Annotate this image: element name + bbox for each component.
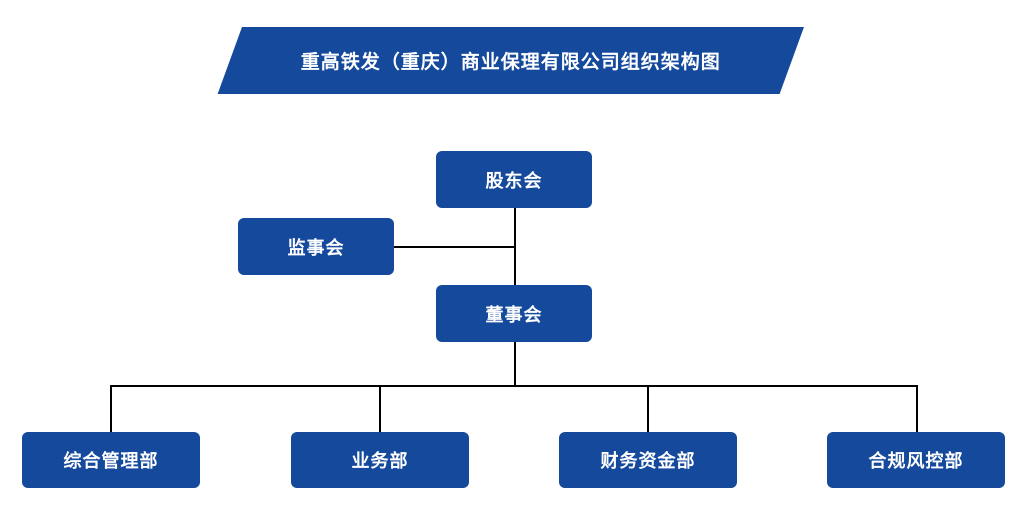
connector-departments-horizontal [110,385,918,387]
connector-board-down [514,342,516,386]
node-label: 综合管理部 [63,451,159,471]
connector-drop-general-admin [110,385,112,432]
node-dept-finance-treasury: 财务资金部 [559,432,737,488]
connector-shareholders-board [514,208,516,286]
node-label: 合规风控部 [868,451,964,471]
connector-drop-compliance [916,385,918,432]
node-label: 业务部 [351,451,409,471]
connector-drop-business [379,385,381,432]
node-shareholders-meeting: 股东会 [436,151,592,208]
node-dept-business: 业务部 [291,432,469,488]
node-label: 董事会 [485,304,543,325]
node-dept-compliance-risk: 合规风控部 [827,432,1005,488]
node-supervisory-board: 监事会 [238,218,394,275]
connector-supervisory-branch [394,246,515,248]
node-label: 财务资金部 [600,451,696,471]
node-label: 股东会 [485,170,543,191]
connector-drop-finance [647,385,649,432]
node-label: 监事会 [287,237,345,258]
node-dept-general-admin: 综合管理部 [22,432,200,488]
chart-title-banner: 重高铁发（重庆）商业保理有限公司组织架构图 [217,27,804,94]
node-board-of-directors: 董事会 [436,285,592,342]
chart-title: 重高铁发（重庆）商业保理有限公司组织架构图 [300,52,721,73]
